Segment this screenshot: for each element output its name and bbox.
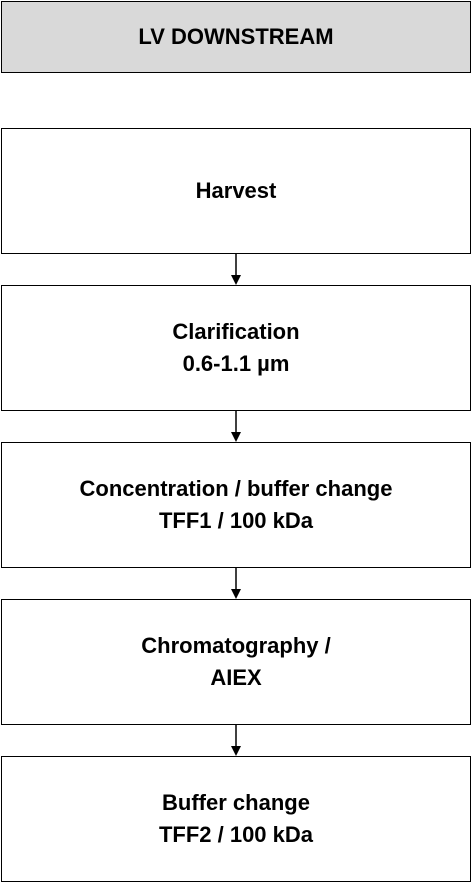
step-harvest-box: Harvest — [1, 128, 471, 254]
diagram-title: LV DOWNSTREAM — [138, 24, 334, 49]
arrow-chromatography-to-buffer-change — [231, 725, 241, 756]
arrow-harvest-to-clarification — [231, 254, 241, 285]
step-chromatography-box: Chromatography / AIEX — [1, 599, 471, 725]
step-chromatography-label: Chromatography / — [141, 633, 331, 658]
step-concentration-detail: TFF1 / 100 kDa — [158, 508, 314, 533]
step-harvest-label: Harvest — [195, 178, 277, 203]
step-buffer-change-box: Buffer change TFF2 / 100 kDa — [1, 756, 471, 882]
step-concentration-box: Concentration / buffer change TFF1 / 100… — [1, 442, 471, 568]
diagram-title-box: LV DOWNSTREAM — [1, 1, 471, 73]
step-chromatography-detail: AIEX — [210, 665, 262, 690]
step-clarification-label: Clarification — [172, 319, 300, 344]
step-buffer-change-label: Buffer change — [162, 790, 310, 815]
arrow-clarification-to-concentration — [231, 411, 241, 442]
step-clarification-box: Clarification 0.6-1.1 µm — [1, 285, 471, 411]
step-clarification-detail: 0.6-1.1 µm — [182, 351, 290, 376]
arrow-concentration-to-chromatography — [231, 568, 241, 599]
step-buffer-change-detail: TFF2 / 100 kDa — [158, 822, 314, 847]
step-concentration-label: Concentration / buffer change — [79, 476, 393, 501]
